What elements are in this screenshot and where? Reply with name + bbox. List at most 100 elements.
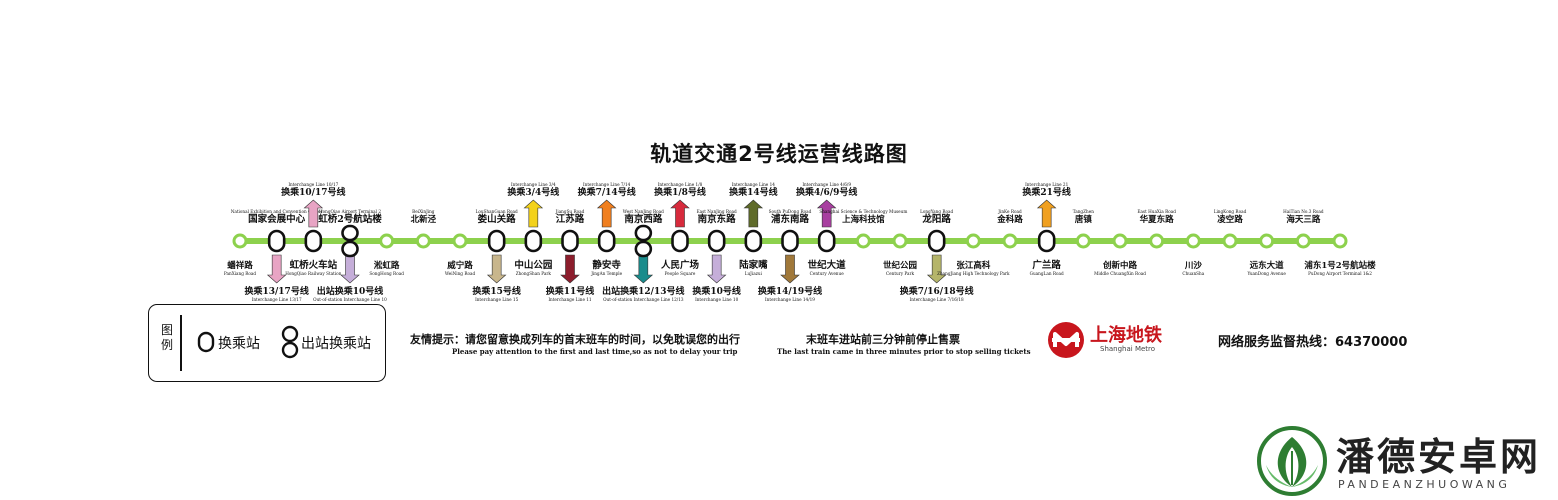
interchange-arrow-down xyxy=(340,254,360,284)
interchange-arrow-up xyxy=(670,199,690,228)
interchange-arrow-label-en: Out-of-station Interchange Line 10 xyxy=(313,297,387,302)
interchange-arrow-label-en: Interchange Line 10/17 xyxy=(288,182,338,187)
interchange-arrow-label-en: Interchange Line 15 xyxy=(475,297,519,302)
station-name-en: ZhongShan Park xyxy=(516,271,552,276)
interchange-station-marker xyxy=(487,229,506,253)
interchange-arrow-label: 换乘10/17号线 xyxy=(281,186,345,198)
station-name-en: HongQiao Railway Station xyxy=(285,271,341,276)
station-name-cn: 南京西路 xyxy=(624,213,663,225)
station-marker xyxy=(1112,233,1128,249)
station-name-en: TangZhen xyxy=(1073,209,1094,214)
station-name-cn: 陆家嘴 xyxy=(739,259,768,271)
interchange-arrow-label: 换乘4/6/9号线 xyxy=(796,186,857,198)
interchange-station-marker xyxy=(304,229,323,253)
station-name-cn: 人民广场 xyxy=(661,259,700,271)
station-name-cn: 浦东1号2号航站楼 xyxy=(1304,260,1376,271)
notice-ticket-cn: 末班车进站前三分钟前停止售票 xyxy=(806,333,960,346)
station-marker xyxy=(965,233,981,249)
station-name-en: LouShanGuan Road xyxy=(476,209,518,214)
interchange-arrow-label-en: Out-of-station Interchange Line 12/13 xyxy=(603,297,684,302)
interchange-arrow-label: 换乘3/4号线 xyxy=(507,186,559,198)
station-name-en: West NanJing Road xyxy=(623,209,664,214)
interchange-station-marker xyxy=(671,229,689,253)
interchange-arrow-label-en: Interchange Line 13/17 xyxy=(252,297,302,302)
interchange-arrow-label: 换乘15号线 xyxy=(472,285,521,297)
station-name-en: LingKong Road xyxy=(1214,209,1247,214)
watermark-text-cn: 潘德安卓网 xyxy=(1336,435,1542,479)
station-name-cn: 浦东南路 xyxy=(771,213,810,225)
station-name-cn: 静安寺 xyxy=(592,259,621,271)
watermark-text-en: PANDEANZHUOWANG xyxy=(1338,478,1511,491)
interchange-arrow-down xyxy=(780,254,800,284)
map-title: 轨道交通2号线运营线路图 xyxy=(650,142,908,166)
interchange-arrow-up xyxy=(743,199,764,228)
interchange-arrow-label: 换乘21号线 xyxy=(1022,186,1071,198)
station-name-cn: 威宁路 xyxy=(446,260,473,271)
interchange-arrow-up xyxy=(596,199,617,228)
station-name-en: YuanDong Avenue xyxy=(1246,271,1286,276)
interchange-arrow-label-en: Interchange Line 3/4 xyxy=(511,182,556,187)
station-name-en: LuJiazui xyxy=(745,271,763,276)
legend-divider xyxy=(180,315,182,371)
station-marker xyxy=(1185,233,1201,249)
interchange-arrow-label: 换乘10号线 xyxy=(692,285,741,297)
station-name-en: People Square xyxy=(665,271,696,276)
interchange-station-marker xyxy=(1037,229,1056,253)
legend-outstation-label: 出站换乘站 xyxy=(301,336,371,352)
station-name-cn: 南京东路 xyxy=(698,213,737,225)
interchange-arrow-label: 出站换乘10号线 xyxy=(317,285,384,297)
station-name-en: HongQiao Airport Terminal 2 xyxy=(319,209,381,214)
interchange-arrow-label: 出站换乘12/13号线 xyxy=(602,285,684,297)
station-name-en: PuDong Airport Terminal 1&2 xyxy=(1308,271,1372,276)
interchange-arrow-label-en: Interchange Line 14 xyxy=(732,182,776,187)
station-name-cn: 世纪大道 xyxy=(808,259,847,271)
interchange-arrow-down xyxy=(486,254,507,284)
interchange-arrow-up xyxy=(1036,199,1057,228)
station-name-cn: 远东大道 xyxy=(1250,260,1285,271)
station-name-cn: 中山公园 xyxy=(514,259,552,271)
interchange-arrow-down xyxy=(706,254,727,284)
station-name-cn: 金科路 xyxy=(996,214,1023,225)
station-name-en: SongHong Road xyxy=(369,271,404,276)
station-name-en: JinKe Road xyxy=(997,209,1022,214)
station-marker xyxy=(1002,233,1018,249)
station-marker xyxy=(452,233,468,249)
interchange-station-marker xyxy=(267,229,286,253)
station-marker xyxy=(1295,233,1311,249)
station-name-cn: 唐镇 xyxy=(1075,214,1093,225)
station-name-en: ZhangJiang High Technology Park xyxy=(937,271,1010,276)
station-name-en: East NanJing Road xyxy=(697,209,737,214)
station-name-cn: 娄山关路 xyxy=(477,213,517,225)
station-name-cn: 江苏路 xyxy=(556,213,585,225)
station-name-cn: 国家会展中心 xyxy=(248,213,306,225)
interchange-arrow-label-en: Interchange Line 10 xyxy=(695,297,739,302)
station-name-cn: 虹桥2号航站楼 xyxy=(318,213,382,225)
logo-text-en: Shanghai Metro xyxy=(1100,345,1156,353)
station-name-cn: 北新泾 xyxy=(411,214,437,225)
station-marker xyxy=(1149,233,1165,249)
interchange-arrow-label: 换乘14/19号线 xyxy=(758,285,822,297)
legend-heading: 图例 xyxy=(161,323,174,352)
station-name-cn: 张江高科 xyxy=(956,260,991,271)
service-hotline: 网络服务监督热线：64370000 xyxy=(1218,335,1408,350)
interchange-station-marker xyxy=(707,229,726,253)
interchange-arrow-down xyxy=(633,254,654,284)
notice-schedule-en: Please pay attention to the first and la… xyxy=(452,347,738,356)
station-name-cn: 上海科技馆 xyxy=(842,214,885,225)
station-name-en: ChuanSha xyxy=(1182,271,1204,276)
station-marker xyxy=(232,233,248,249)
interchange-station-marker xyxy=(927,229,946,253)
outstation-marker-bottom xyxy=(341,240,359,258)
station-name-cn: 龙阳路 xyxy=(921,213,951,225)
station-name-cn: 广兰路 xyxy=(1032,259,1061,271)
shanghai-metro-logo-icon xyxy=(1048,322,1084,358)
outstation-marker-bottom xyxy=(634,240,653,258)
notice-schedule-cn: 友情提示：请您留意换成列车的首末班车的时间，以免耽误您的出行 xyxy=(410,333,740,346)
station-name-en: South PuDong Road xyxy=(769,209,812,214)
legend-interchange-icon xyxy=(197,331,215,353)
outstation-marker-top xyxy=(634,224,653,242)
station-marker xyxy=(1222,233,1238,249)
interchange-arrow-label-en: Interchange Line 7/16/18 xyxy=(910,297,964,302)
interchange-arrow-label: 换乘1/8号线 xyxy=(654,186,706,198)
interchange-arrow-label-en: Interchange Line 14/19 xyxy=(765,297,815,302)
